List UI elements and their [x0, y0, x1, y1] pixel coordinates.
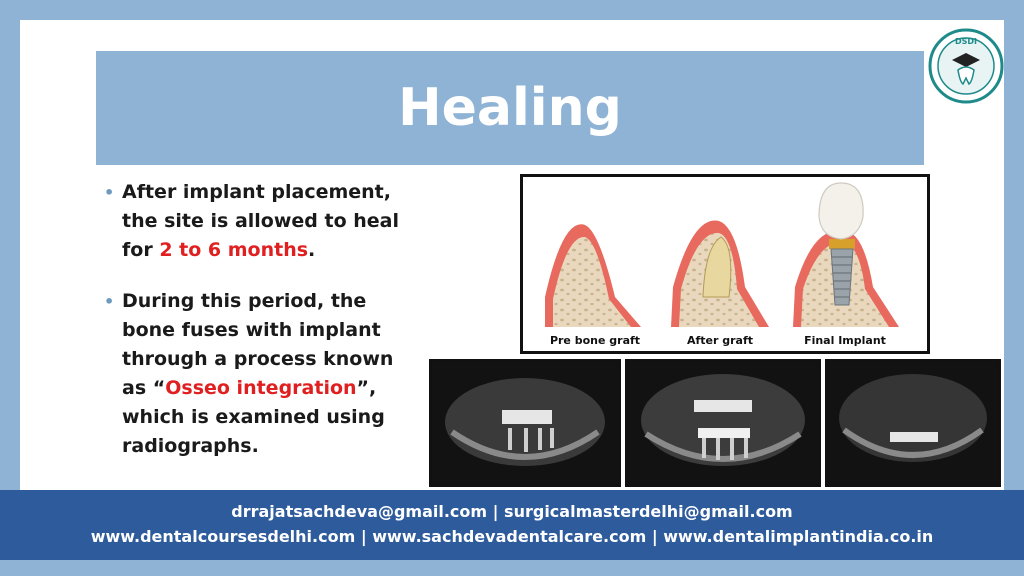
figure-label: Pre bone graft	[550, 334, 640, 347]
bone-graft-illustration: Pre bone graft After graft Final Implant	[520, 174, 930, 354]
radiograph-image	[625, 359, 821, 487]
footer-websites: www.dentalcoursesdelhi.com | www.sachdev…	[90, 527, 934, 546]
highlight-text: Osseo integration	[165, 377, 357, 399]
graft-stages-image: Pre bone graft After graft Final Implant	[545, 182, 899, 347]
contact-footer: drrajatsachdeva@gmail.com | surgicalmast…	[0, 490, 1024, 560]
bullet-item: During this period, the bone fuses with …	[104, 287, 404, 461]
bullet-list: After implant placement, the site is all…	[104, 178, 404, 483]
slide-title: Healing	[398, 78, 622, 138]
radiograph-strip	[429, 359, 1001, 487]
highlight-text: 2 to 6 months	[159, 239, 309, 261]
footer-emails: drrajatsachdeva@gmail.com | surgicalmast…	[231, 502, 793, 521]
radiograph-image	[825, 359, 1001, 487]
dsdi-logo: DSDI	[928, 28, 1004, 104]
radiograph-image	[429, 359, 621, 487]
slide: Healing DSDI After implant placement, th…	[20, 20, 1004, 490]
figure-label: Final Implant	[804, 334, 886, 347]
figure-label: After graft	[687, 334, 753, 347]
title-band: Healing	[96, 51, 924, 165]
logo-text: DSDI	[955, 37, 977, 46]
bullet-item: After implant placement, the site is all…	[104, 178, 404, 265]
